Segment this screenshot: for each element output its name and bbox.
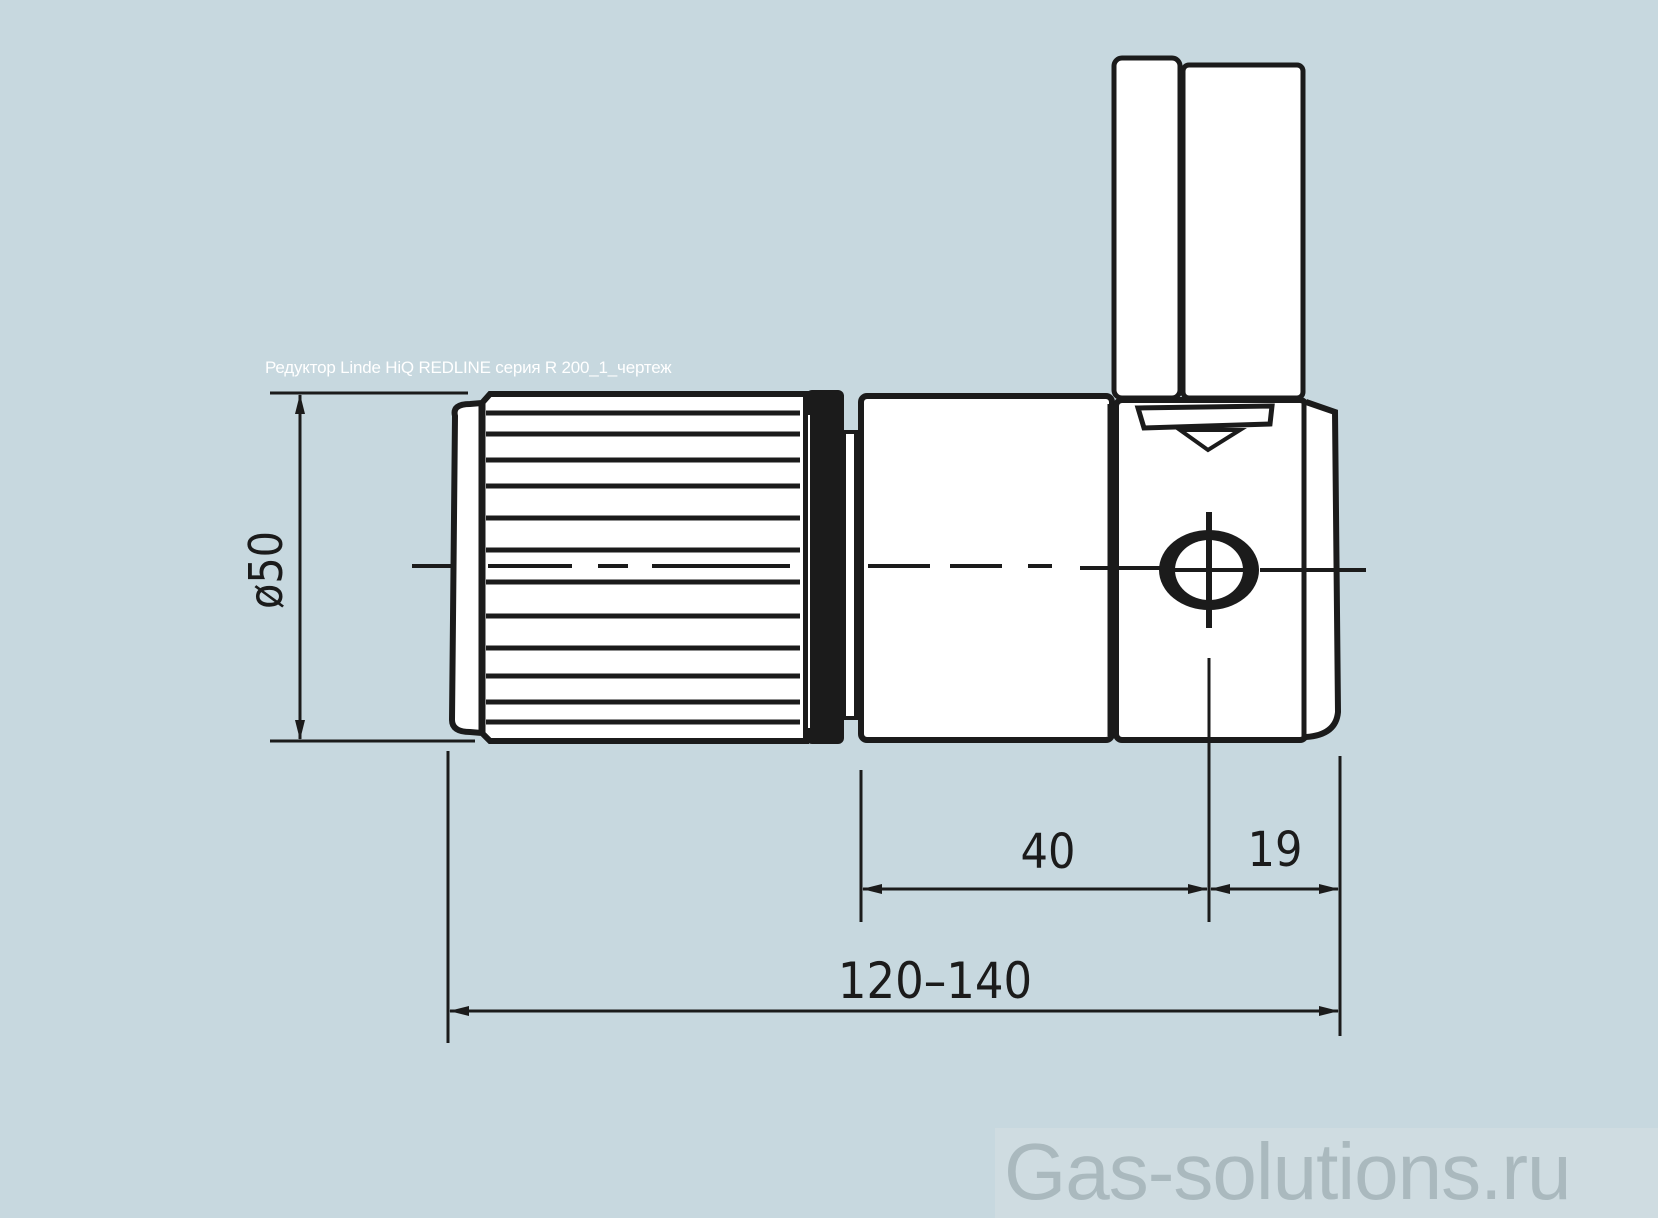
overall-length-label: 120–140 bbox=[838, 952, 1032, 1010]
adjusting-knob bbox=[448, 390, 858, 744]
drawing-caption: Редуктор Linde HiQ REDLINE серия R 200_1… bbox=[265, 358, 672, 377]
watermark-panel bbox=[995, 1128, 1658, 1218]
watermark: Gas-solutions.ru bbox=[1004, 1127, 1571, 1216]
top-handle bbox=[1111, 55, 1306, 401]
extension-lines bbox=[446, 658, 1342, 1043]
outlet-offset-label: 19 bbox=[1248, 822, 1303, 878]
handle-offset-label: 40 bbox=[1021, 824, 1076, 880]
diameter-label: ø50 bbox=[239, 531, 293, 609]
center-line bbox=[412, 564, 1366, 572]
diameter-dimension bbox=[270, 391, 475, 743]
